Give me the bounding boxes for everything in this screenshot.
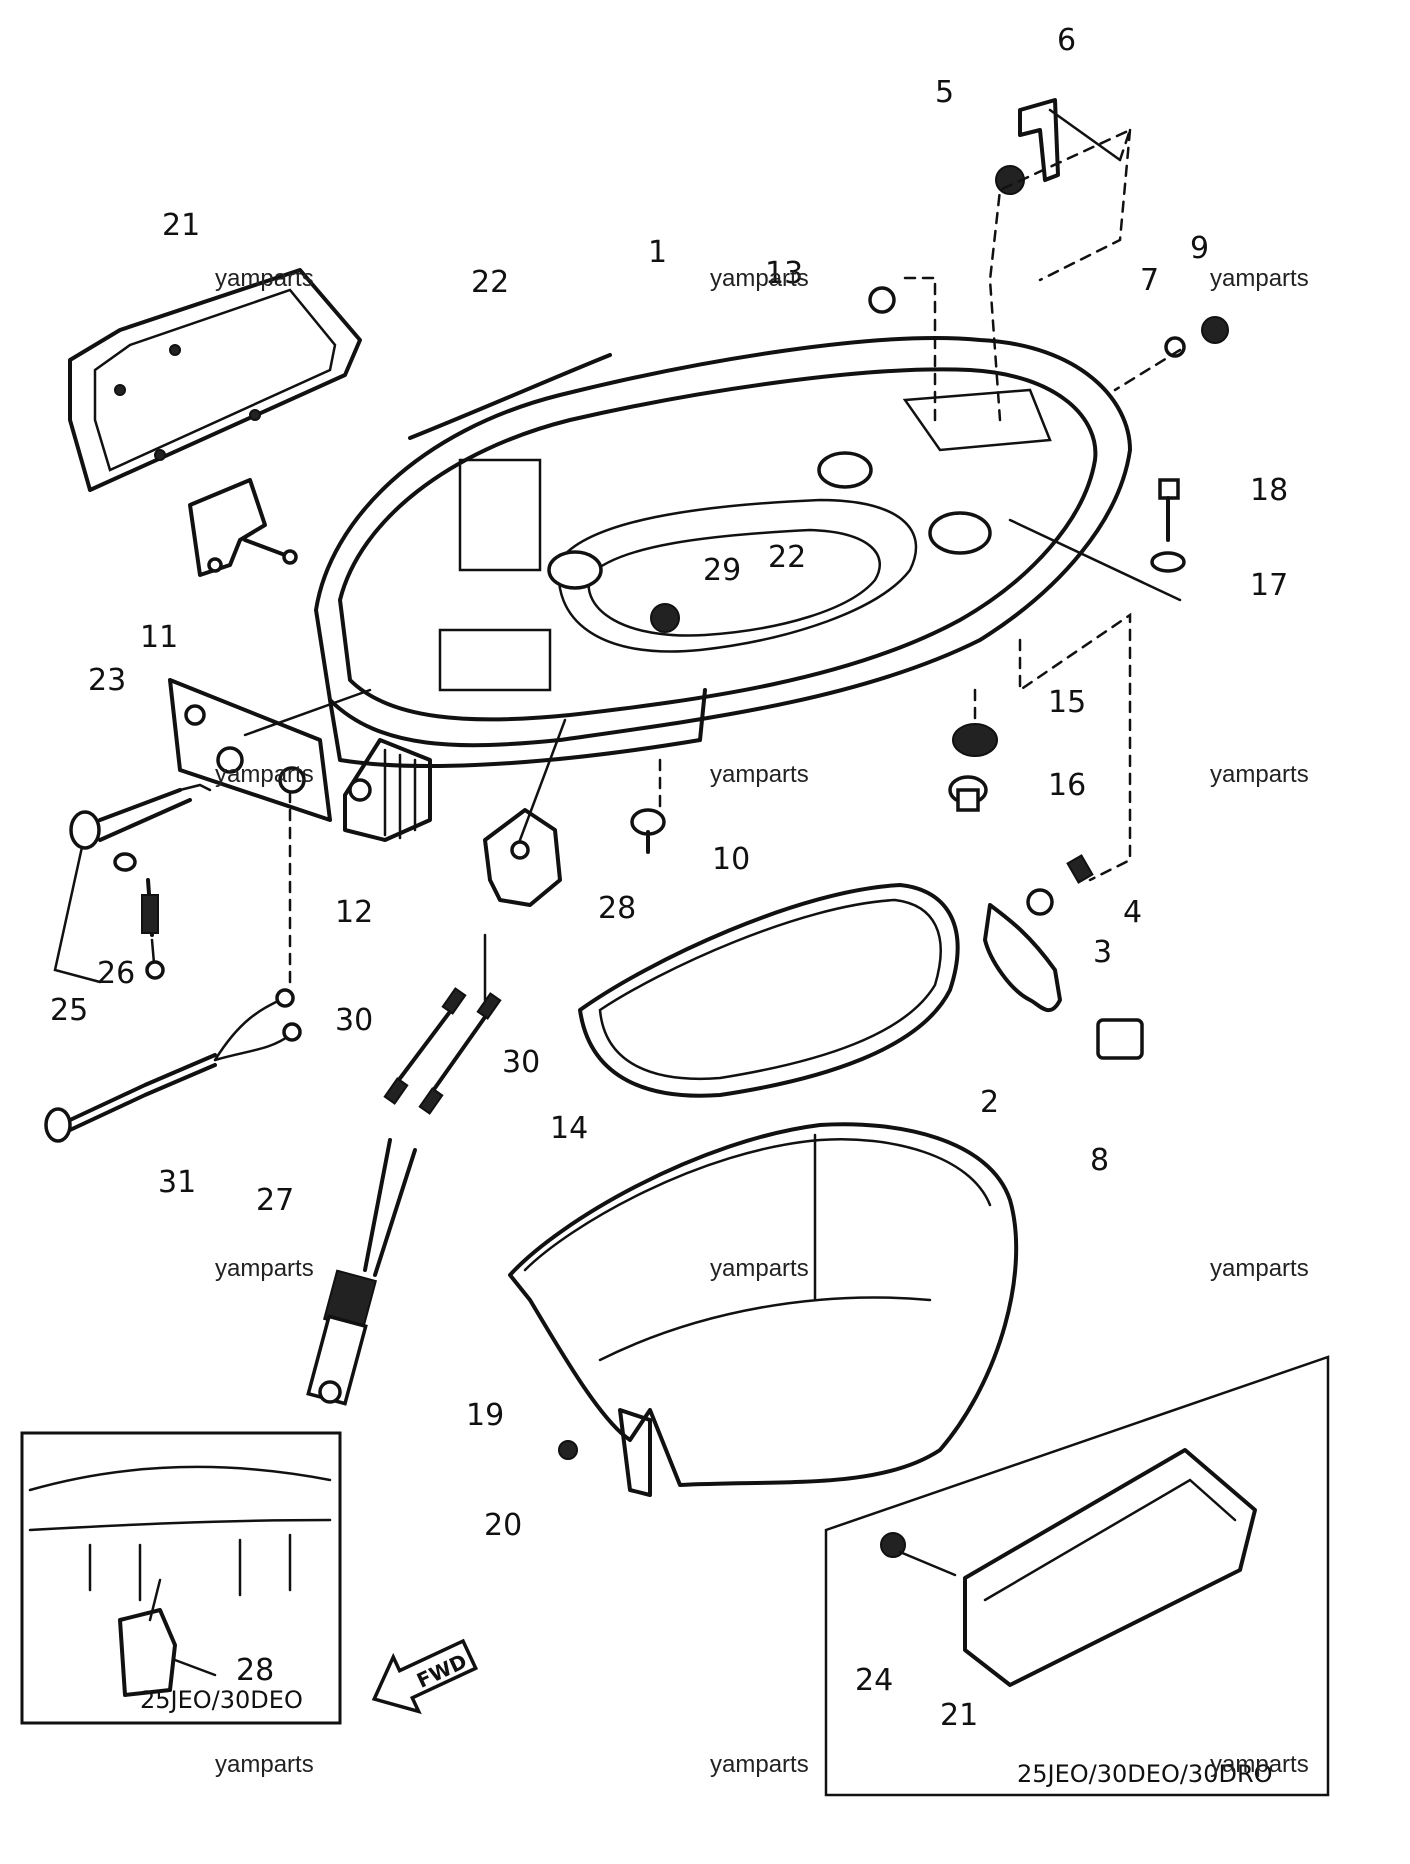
leader-25a bbox=[53, 845, 102, 984]
callout-23: 23 bbox=[88, 663, 126, 698]
nut-part-29 bbox=[650, 603, 680, 633]
collar-part-16 bbox=[948, 775, 988, 812]
watermark-12: yamparts bbox=[1210, 1751, 1309, 1778]
callout-numbers: 6 5 21 22 1 13 7 9 18 17 29 22 11 23 15 … bbox=[50, 23, 1288, 1733]
callout-7: 7 bbox=[1140, 263, 1159, 298]
lanyard-part-26 bbox=[113, 852, 165, 980]
screw-part-10 bbox=[630, 808, 666, 854]
callout-21-top: 21 bbox=[162, 208, 200, 243]
callout-20: 20 bbox=[484, 1508, 522, 1543]
clip-part-6 bbox=[1018, 98, 1060, 182]
callout-29: 29 bbox=[703, 553, 741, 588]
callout-12: 12 bbox=[335, 895, 373, 930]
inset-right-model-label: 25JEO/30DEO/30DRO bbox=[1017, 1760, 1273, 1788]
fwd-arrow: FWD bbox=[371, 1638, 479, 1715]
callout-24: 24 bbox=[855, 1663, 893, 1698]
callout-6: 6 bbox=[1057, 23, 1076, 58]
cap-part-8 bbox=[1096, 1018, 1144, 1060]
watermark-2: yamparts bbox=[710, 265, 809, 292]
callout-5: 5 bbox=[935, 75, 954, 110]
watermark-4: yamparts bbox=[215, 761, 314, 788]
callout-2: 2 bbox=[980, 1085, 999, 1120]
leader-lines bbox=[243, 108, 1182, 1302]
callout-10: 10 bbox=[712, 842, 750, 877]
inset-left-model-label: 25JEO/30DEO bbox=[140, 1686, 303, 1714]
bracket-part-11 bbox=[188, 478, 298, 577]
callout-1: 1 bbox=[648, 235, 667, 270]
callout-8: 8 bbox=[1090, 1143, 1109, 1178]
watermark-10: yamparts bbox=[215, 1751, 314, 1778]
bottom-cowling-part-1 bbox=[314, 336, 1132, 768]
callout-31: 31 bbox=[158, 1165, 196, 1200]
grommet-part-15 bbox=[952, 723, 998, 757]
gasket-part-14 bbox=[578, 883, 960, 1098]
watermark-8: yamparts bbox=[710, 1255, 809, 1282]
callout-14: 14 bbox=[550, 1111, 588, 1146]
cover-part-21-top bbox=[68, 268, 362, 492]
watermark-9: yamparts bbox=[1210, 1255, 1309, 1282]
callout-26: 26 bbox=[97, 956, 135, 991]
callout-28-main: 28 bbox=[598, 891, 636, 926]
screw-part-20 bbox=[558, 1440, 578, 1460]
callout-17: 17 bbox=[1250, 568, 1288, 603]
switch-part-25 bbox=[69, 783, 212, 850]
bracket-part-2 bbox=[983, 903, 1062, 1013]
washer-part-17 bbox=[1150, 551, 1186, 573]
bolt-part-4 bbox=[1066, 854, 1094, 884]
watermark-1: yamparts bbox=[215, 265, 314, 292]
cables-part-30 bbox=[383, 987, 502, 1115]
watermarks: yamparts yamparts yamparts yamparts yamp… bbox=[215, 265, 1309, 1778]
plate-part-23 bbox=[168, 678, 332, 822]
callout-4: 4 bbox=[1123, 895, 1142, 930]
holder-part-28 bbox=[483, 808, 562, 907]
callout-13: 13 bbox=[765, 256, 803, 291]
watermark-6: yamparts bbox=[1210, 761, 1309, 788]
callout-15: 15 bbox=[1048, 685, 1086, 720]
callout-30a: 30 bbox=[335, 1003, 373, 1038]
grommet-part-3 bbox=[1026, 888, 1054, 916]
callout-22-top: 22 bbox=[471, 265, 509, 300]
watermark-5: yamparts bbox=[710, 761, 809, 788]
watermark-7: yamparts bbox=[215, 1255, 314, 1282]
callout-22-mid: 22 bbox=[768, 540, 806, 575]
callout-27: 27 bbox=[256, 1183, 294, 1218]
callout-30b: 30 bbox=[502, 1045, 540, 1080]
callout-9: 9 bbox=[1190, 231, 1209, 266]
harness-part-27 bbox=[306, 1138, 417, 1406]
lower-cowling-part-19 bbox=[508, 1122, 1019, 1497]
callout-3: 3 bbox=[1093, 935, 1112, 970]
fitting-part-13 bbox=[868, 286, 896, 314]
callout-16: 16 bbox=[1048, 768, 1086, 803]
callout-25: 25 bbox=[50, 993, 88, 1028]
watermark-11: yamparts bbox=[710, 1751, 809, 1778]
nut-part-9 bbox=[1201, 316, 1229, 344]
watermark-3: yamparts bbox=[1210, 265, 1309, 292]
callout-11: 11 bbox=[140, 620, 178, 655]
callout-28-inset: 28 bbox=[236, 1653, 274, 1688]
rectifier-part-12 bbox=[343, 738, 432, 842]
seal-strip-part-22-upper bbox=[408, 353, 612, 440]
callout-18: 18 bbox=[1250, 473, 1288, 508]
inset-right: 25JEO/30DEO/30DRO bbox=[824, 1355, 1330, 1797]
callout-19: 19 bbox=[466, 1398, 504, 1433]
lead-wire-part-31 bbox=[44, 988, 302, 1143]
bolt-part-18 bbox=[1158, 478, 1180, 542]
inset-left: 25JEO/30DEO bbox=[20, 1431, 342, 1725]
callout-21-inset: 21 bbox=[940, 1698, 978, 1733]
